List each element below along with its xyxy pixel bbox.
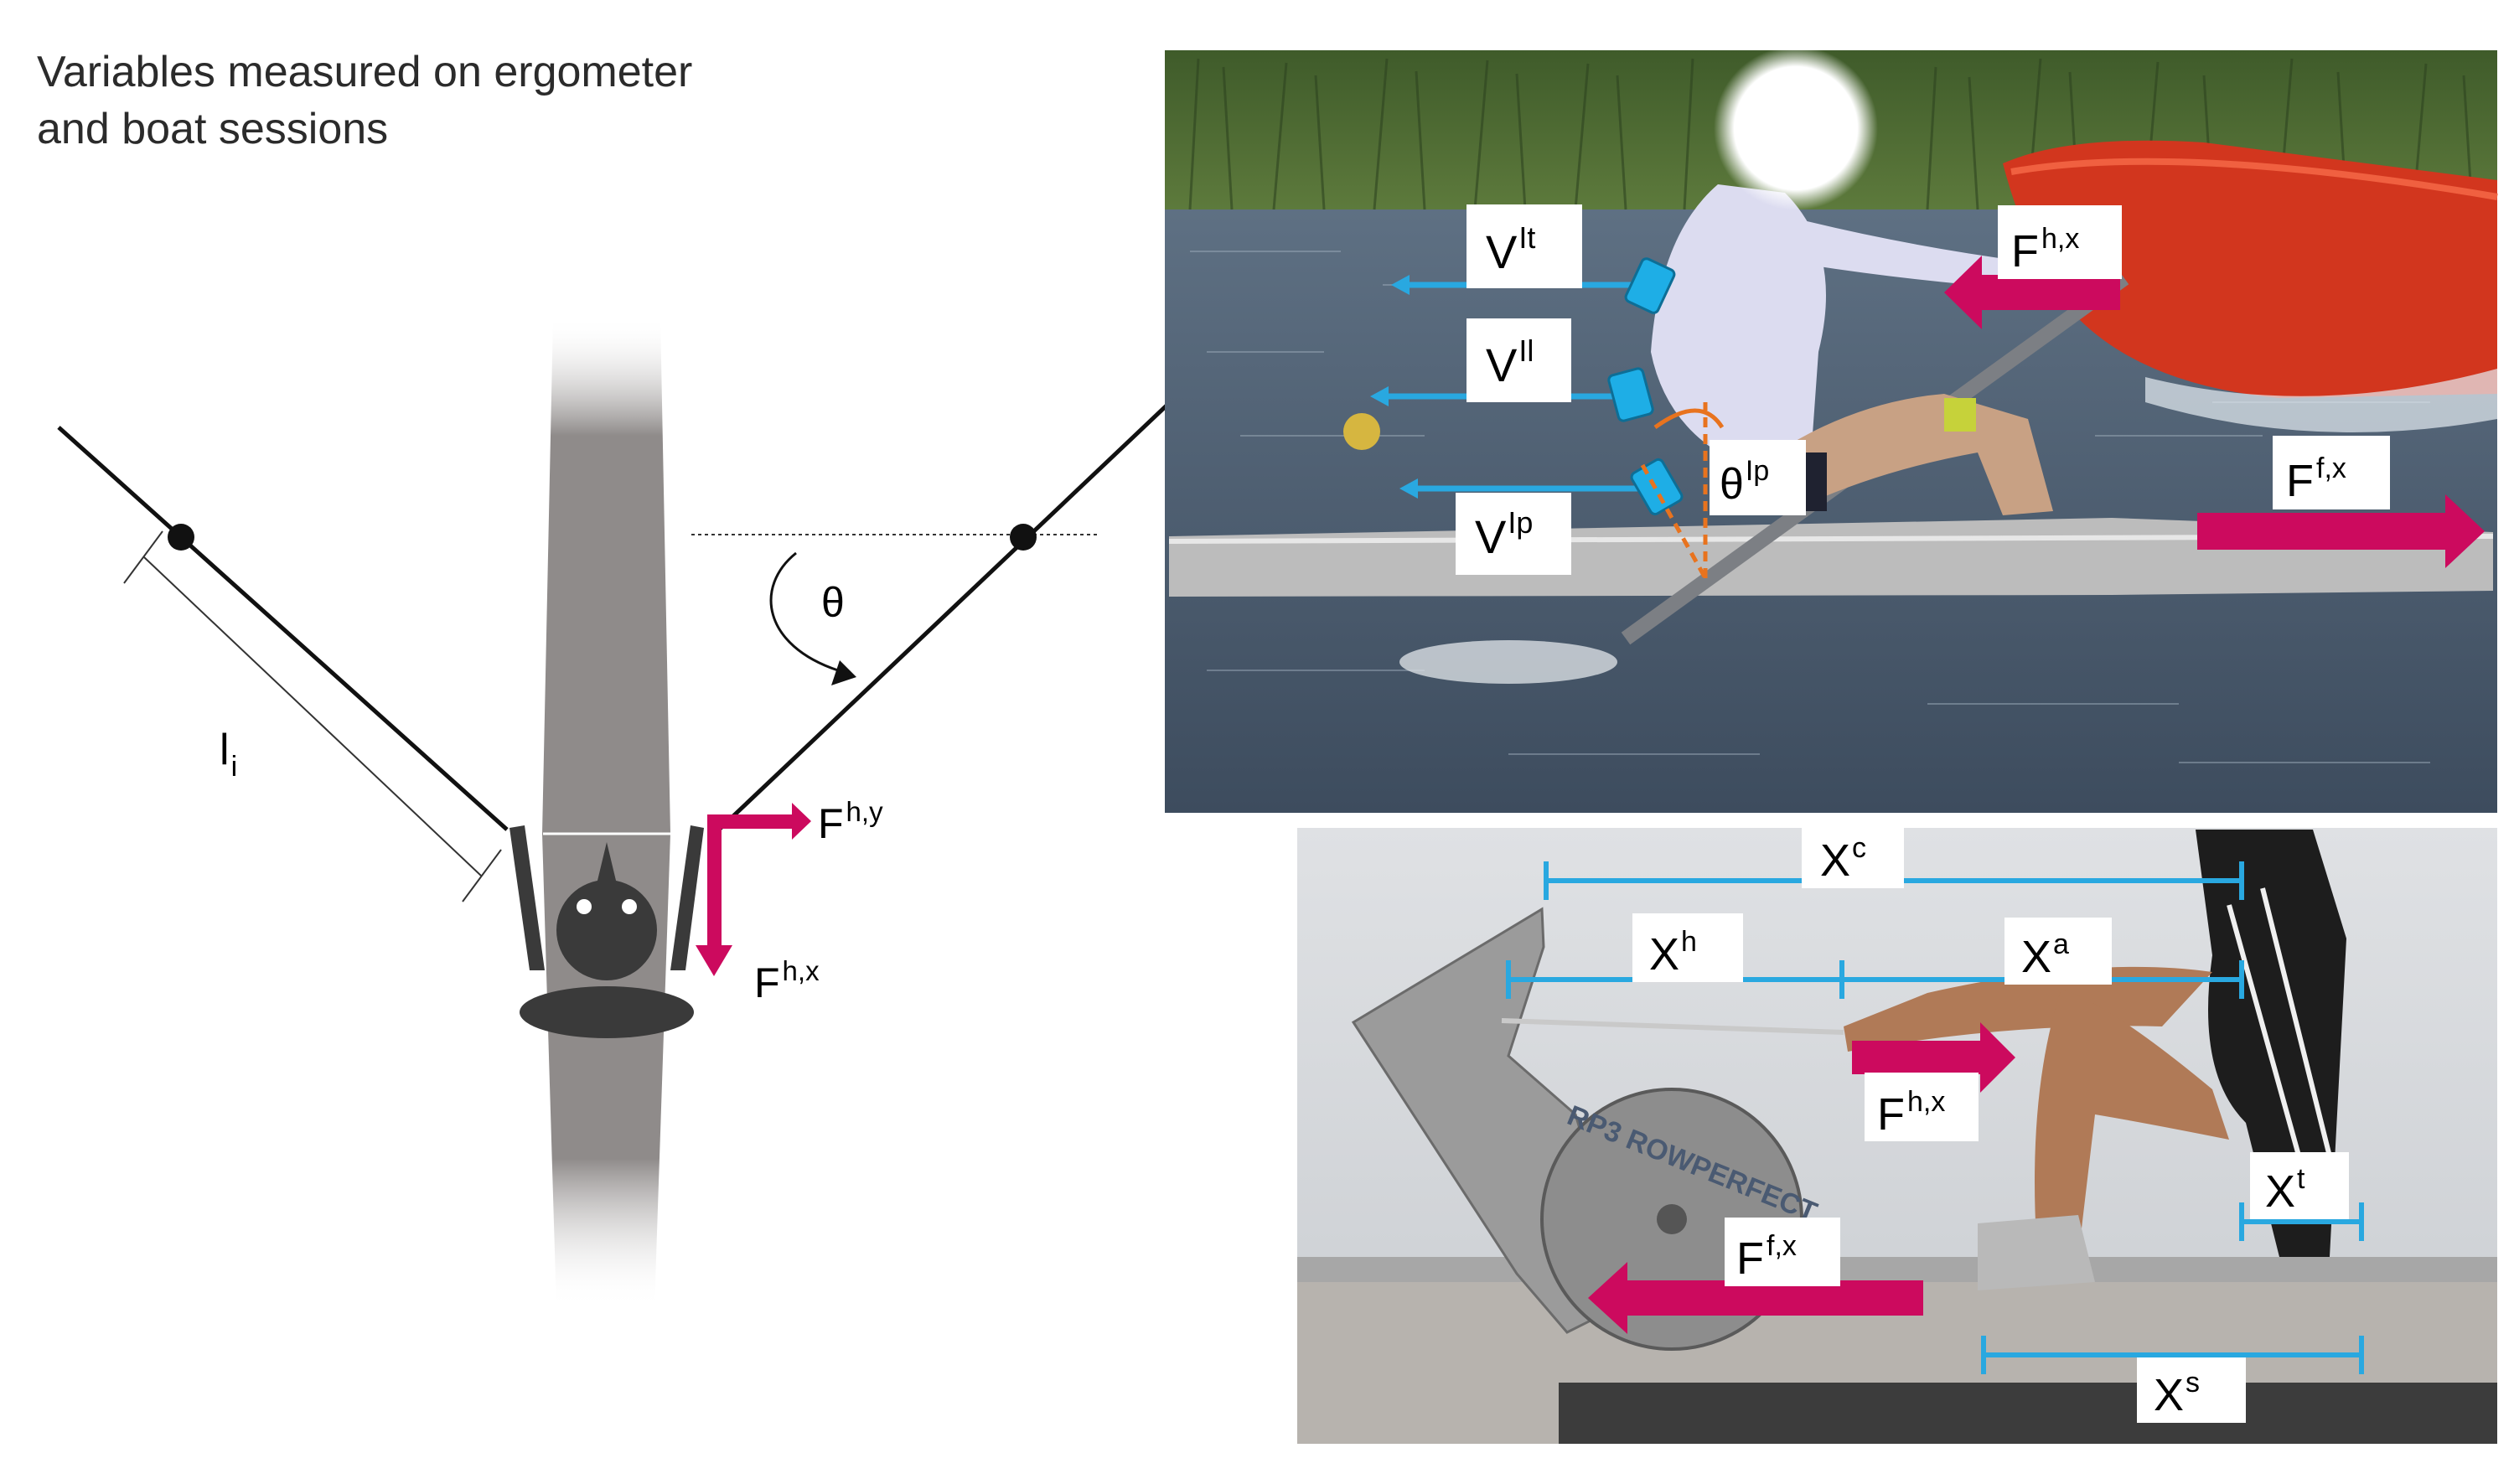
ergo-handle-force-label-box	[1865, 1073, 1979, 1141]
figure-title-line-1: Variables measured on ergometer	[37, 48, 693, 96]
ergo-handle-force-arrow	[1852, 1022, 2015, 1093]
boat-handle-force-label-box	[1998, 205, 2122, 279]
x-h-label: Xh	[1649, 926, 1697, 980]
boat-photo-panel: VIt VIl VIp θIp Fh,x Ff,x	[1165, 46, 2498, 813]
boat-foot-force-arrow	[2197, 494, 2485, 568]
left-oar	[57, 426, 509, 831]
right-oar	[717, 404, 1168, 831]
ergo-foot-force-label-box	[1725, 1218, 1840, 1286]
x-c-label: Xc	[1820, 832, 1866, 886]
blurred-face	[1714, 46, 1878, 210]
orange-boat	[2003, 140, 2497, 398]
ergo-floor-mat	[1559, 1383, 2497, 1444]
boat-wake	[2145, 369, 2497, 432]
handle-force-y-label: Fh,y	[818, 796, 883, 847]
boat-hull	[542, 317, 670, 1307]
ergo-flywheel-hub	[1657, 1204, 1687, 1234]
orange-boat-rim	[2010, 158, 2498, 200]
pelvis-angle-label: θIp	[1720, 455, 1769, 509]
ergo-rail	[1297, 1257, 2497, 1282]
ergo-handle-force-label: Fh,x	[1877, 1086, 1945, 1140]
rower-in-boat	[1651, 184, 2087, 515]
boat-foot-force-label: Ff,x	[2286, 452, 2346, 506]
boat-foot-force-label-box	[2273, 436, 2390, 509]
lumbar-sensor	[1607, 367, 1654, 422]
ergo-foot-force-label: Ff,x	[1736, 1230, 1797, 1284]
oar-length-label: li	[220, 726, 237, 783]
handle-force-x-label: Fh,x	[754, 955, 820, 1006]
rower-figure	[510, 825, 704, 1038]
pelvis-angle-label-box	[1710, 440, 1806, 515]
v-pelvis-label: VIp	[1475, 505, 1533, 563]
reeds-texture	[1188, 58, 2474, 210]
right-oarlock-pin	[1010, 524, 1037, 551]
v-trunk-label-box	[1466, 204, 1582, 288]
x-a-label-box	[2004, 918, 2112, 985]
oar-length-marker	[123, 530, 502, 902]
boat-handle-force-arrow	[1944, 256, 2120, 329]
oar-angle-arrow	[769, 551, 856, 685]
left-oarlock-pin	[168, 524, 194, 551]
boat-handle-force-label: Fh,x	[2011, 223, 2079, 277]
buoy	[1343, 413, 1380, 450]
distance-x-t	[2239, 1202, 2364, 1241]
ergometer-photo-panel: RP3 ROWPERFECT	[1297, 821, 2497, 1444]
ergo-rower	[1844, 830, 2346, 1290]
trunk-sensor	[1624, 257, 1676, 314]
figure-title: Variables measured on ergometer and boat…	[37, 44, 692, 158]
v-lumbar-label: VIl	[1486, 334, 1534, 391]
x-t-label-box	[2250, 1152, 2349, 1219]
x-s-label: Xs	[2154, 1367, 2200, 1420]
x-s-label-box	[2137, 1357, 2246, 1423]
x-c-label-box	[1802, 821, 1904, 888]
pelvis-velocity-arrow	[1399, 478, 1638, 499]
x-a-label: Xa	[2021, 928, 2069, 982]
handle-force-y-arrow	[722, 803, 811, 840]
oar-angle-label: θ	[821, 579, 845, 626]
oar-blade-splash	[1399, 640, 1617, 684]
schematic-panel: li θ Fh,y Fh,x	[57, 317, 1168, 1307]
v-trunk-label: VIt	[1486, 220, 1535, 278]
x-t-label: Xt	[2265, 1163, 2305, 1217]
x-h-label-box	[1632, 913, 1743, 982]
v-lumbar-label-box	[1466, 318, 1571, 402]
distance-x-s	[1981, 1336, 2364, 1374]
pelvis-angle-marker	[1640, 402, 1725, 580]
figure-title-line-2: and boat sessions	[37, 105, 389, 153]
v-pelvis-label-box	[1456, 493, 1571, 575]
handle-force-x-arrow	[696, 814, 732, 976]
ergo-chain	[1501, 1018, 1844, 1035]
